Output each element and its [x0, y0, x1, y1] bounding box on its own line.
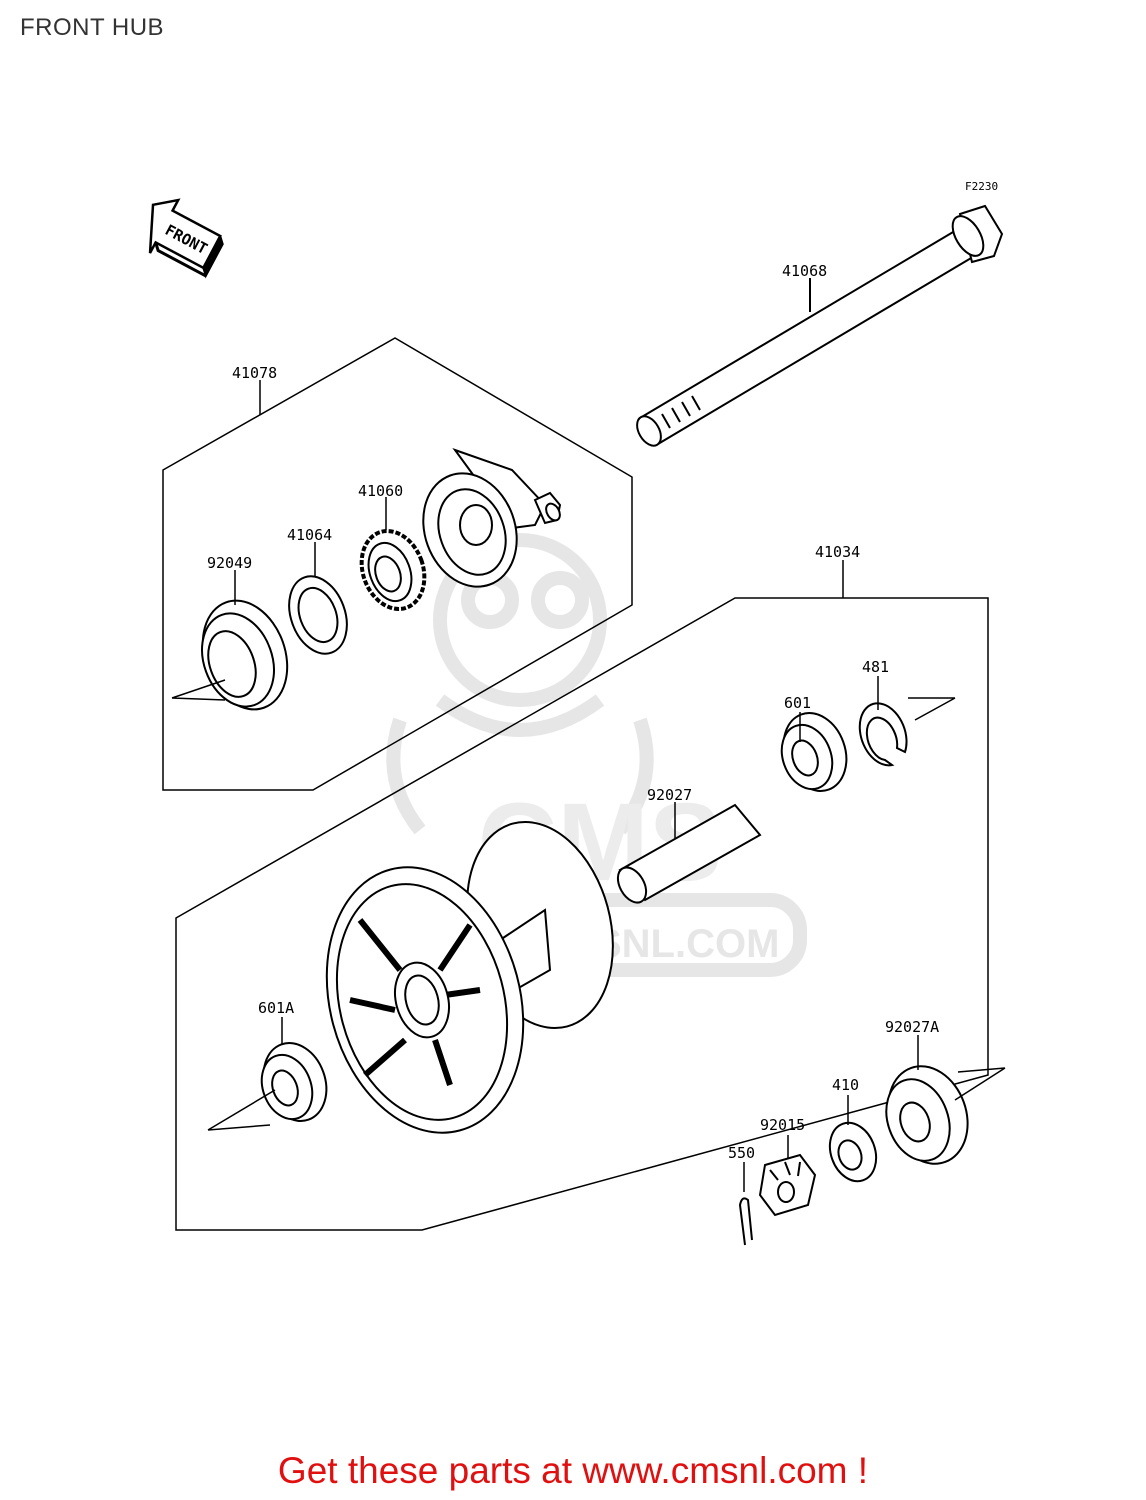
- part-410-washer[interactable]: [822, 1116, 884, 1187]
- label-92015: 92015: [760, 1116, 805, 1134]
- part-481-circlip[interactable]: [858, 702, 908, 767]
- group-41078-outline: [162, 337, 633, 791]
- part-41068-axle[interactable]: [632, 204, 1004, 450]
- label-550: 550: [728, 1144, 755, 1162]
- label-41078: 41078: [232, 364, 277, 382]
- part-41034-hub[interactable]: [298, 805, 634, 1155]
- part-601A-bearing[interactable]: [253, 1034, 337, 1130]
- group-41034-outline: [175, 597, 989, 1231]
- parts-diagram: CMS WWW.CMSNL.COM F2230 FRONT 41068 4107…: [148, 180, 1006, 1246]
- label-41064: 41064: [287, 526, 332, 544]
- label-41068: 41068: [782, 262, 827, 280]
- label-41060: 41060: [358, 482, 403, 500]
- part-92027A-spacer[interactable]: [875, 1055, 981, 1175]
- label-410: 410: [832, 1076, 859, 1094]
- part-601-bearing[interactable]: [773, 704, 857, 800]
- part-92049-seal[interactable]: [188, 589, 301, 722]
- label-92027: 92027: [647, 786, 692, 804]
- label-92027A: 92027A: [885, 1018, 939, 1036]
- front-arrow-icon: FRONT: [148, 198, 224, 279]
- page-title: FRONT HUB: [20, 14, 165, 41]
- label-601A: 601A: [258, 999, 294, 1017]
- part-41064-retainer[interactable]: [279, 568, 357, 662]
- diagram-code: F2230: [965, 180, 998, 193]
- part-41060-gear[interactable]: [351, 522, 435, 618]
- part-speedo-housing[interactable]: [408, 447, 563, 600]
- part-92015-nut[interactable]: [758, 1153, 817, 1217]
- label-601: 601: [784, 694, 811, 712]
- footer-link[interactable]: Get these parts at www.cmsnl.com !: [277, 1450, 869, 1491]
- label-41034: 41034: [815, 543, 860, 561]
- label-481: 481: [862, 658, 889, 676]
- part-92027-sleeve[interactable]: [612, 803, 762, 907]
- part-550-cotter-pin[interactable]: [738, 1197, 753, 1246]
- label-92049: 92049: [207, 554, 252, 572]
